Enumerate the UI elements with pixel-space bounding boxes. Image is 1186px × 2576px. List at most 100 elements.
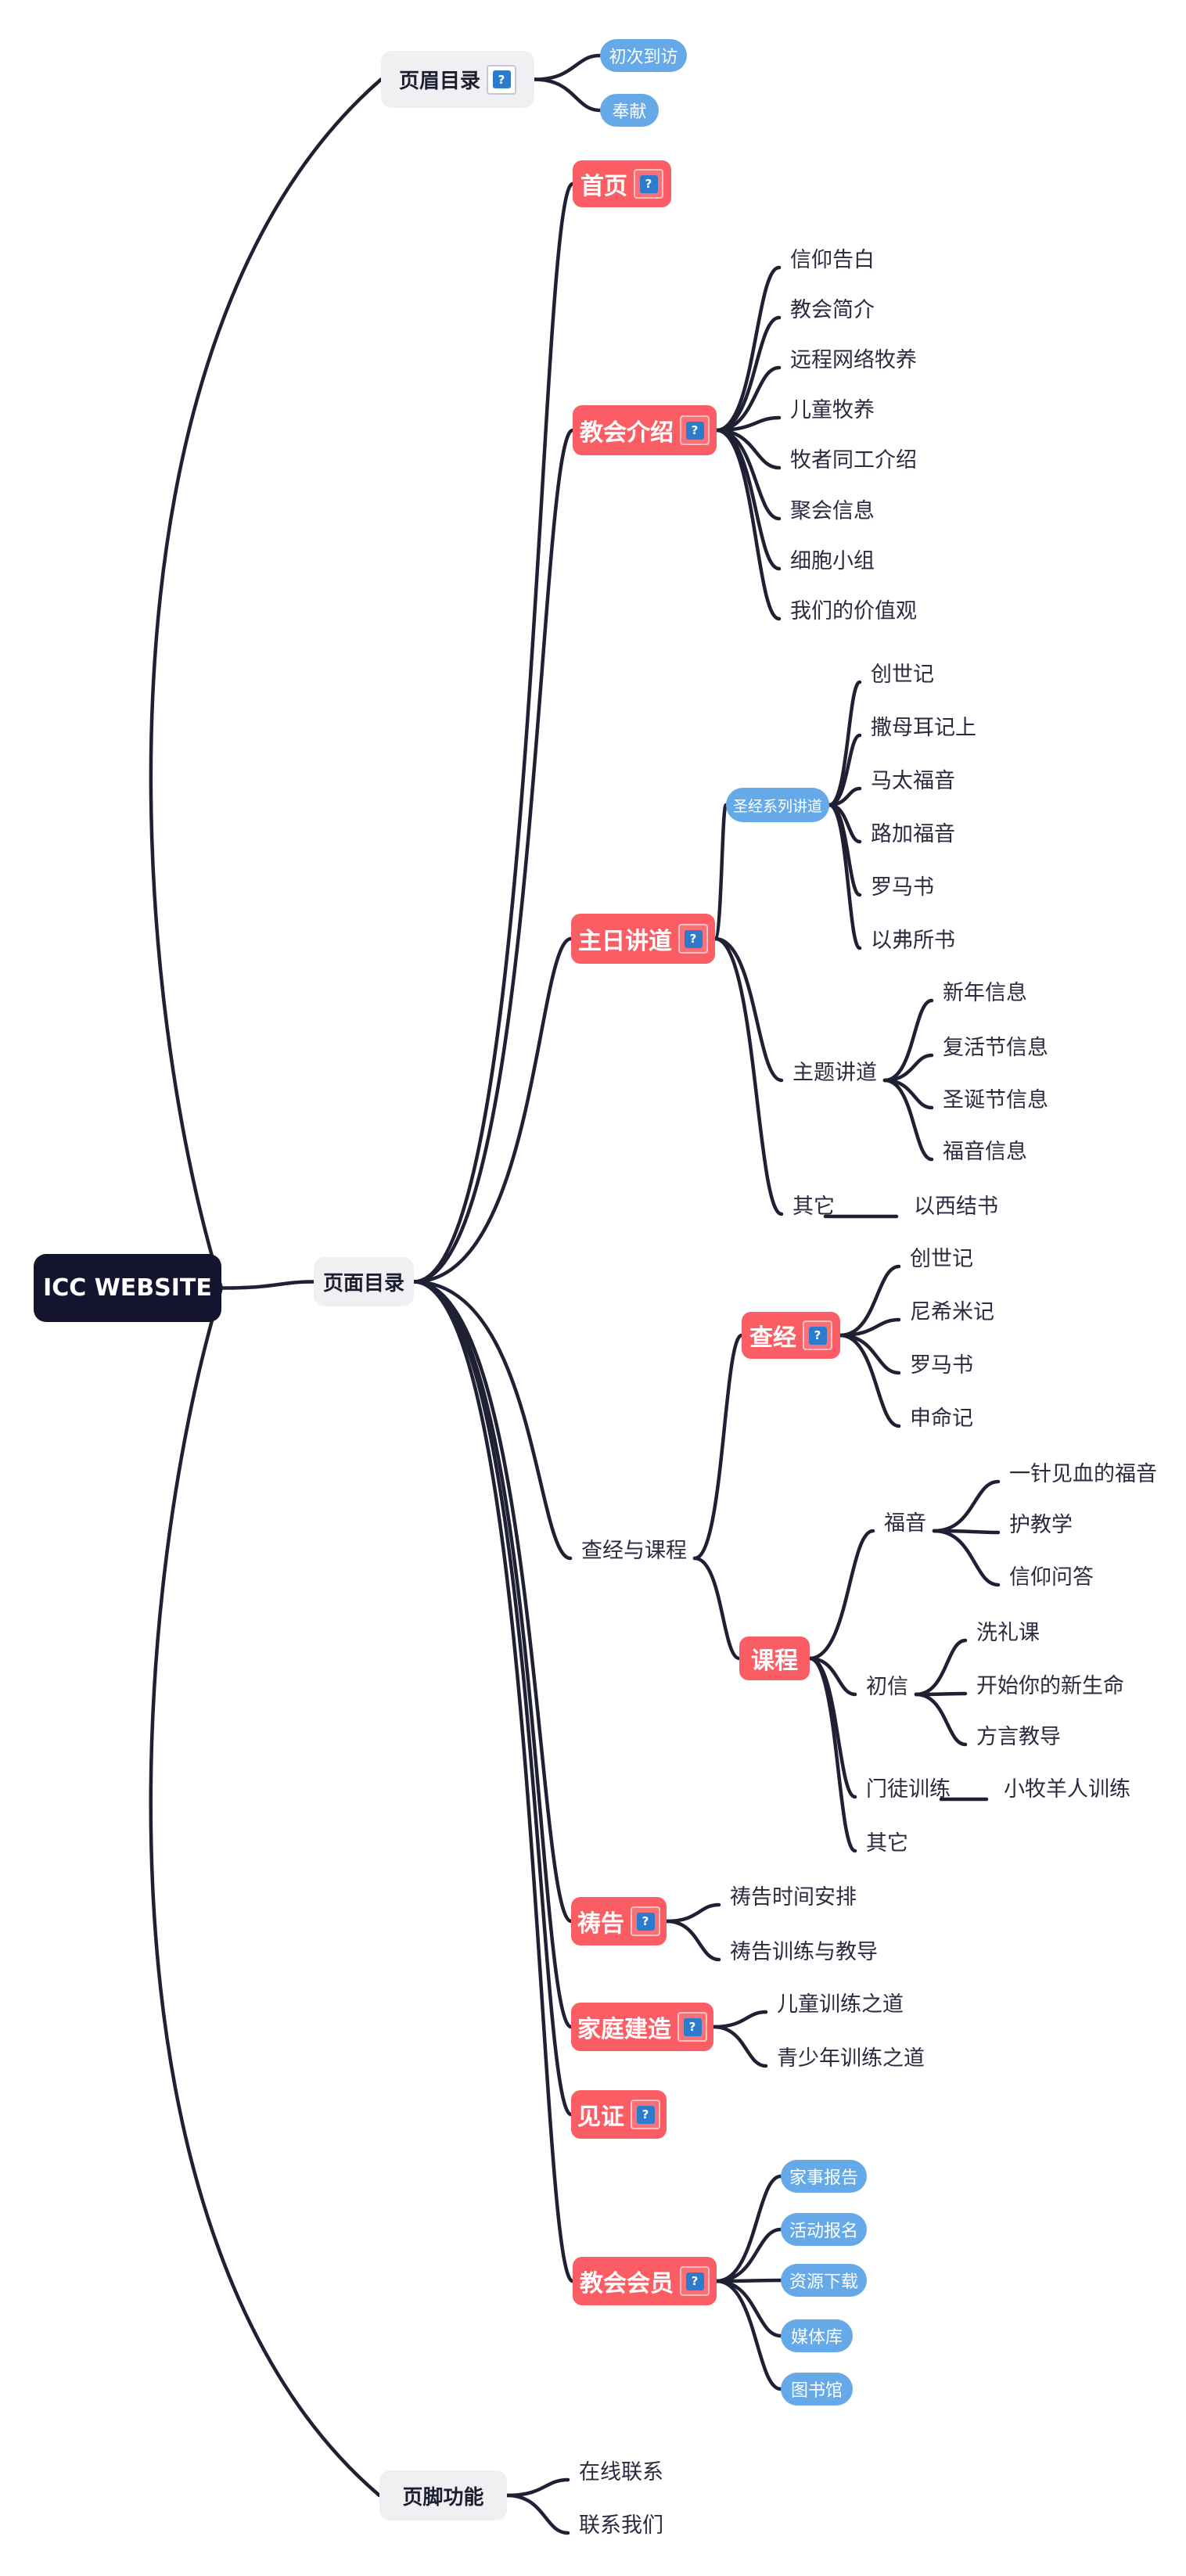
- edge-family-building-to-children-training: [711, 2010, 768, 2029]
- section-header-menu[interactable]: 页眉目录?: [381, 51, 534, 108]
- leaf-meeting-info[interactable]: 聚会信息: [790, 498, 875, 526]
- leaf-little-shepherd-training[interactable]: 小牧羊人训练: [1004, 1776, 1130, 1804]
- edge-header-menu-to-offering: [532, 77, 602, 113]
- question-mark-icon: ?: [636, 2105, 655, 2124]
- question-mark-icon: ?: [684, 929, 703, 948]
- branch-bible-study-and-courses[interactable]: 查经与课程: [581, 1537, 687, 1565]
- leaf-faith-confession-label: 信仰告白: [790, 248, 875, 272]
- branch-other-course[interactable]: 其它: [866, 1830, 908, 1858]
- topic-testimony[interactable]: 见证?: [571, 2090, 667, 2139]
- leaf-prayer-training[interactable]: 祷告训练与教导: [730, 1938, 878, 1967]
- pill-bible-series-sermon[interactable]: 圣经系列讲道: [726, 788, 829, 822]
- leaf-gospel-message[interactable]: 福音信息: [943, 1138, 1027, 1166]
- leaf-nehemiah[interactable]: 尼希米记: [910, 1299, 994, 1327]
- topic-church-intro[interactable]: 教会介绍?: [573, 405, 717, 455]
- leaf-baptism-class[interactable]: 洗礼课: [976, 1619, 1040, 1647]
- leaf-prayer-schedule[interactable]: 祷告时间安排: [730, 1884, 857, 1912]
- edge-church-member-to-event-signup: [714, 2227, 783, 2283]
- leaf-romans-study[interactable]: 罗马书: [910, 1352, 973, 1380]
- topic-prayer[interactable]: 祷告?: [571, 1897, 667, 1945]
- edge-bsc-to-bible-study: [692, 1333, 744, 1561]
- leaf-pastors-intro-label: 牧者同工介绍: [790, 448, 917, 472]
- branch-gospel[interactable]: 福音: [884, 1510, 926, 1538]
- leaf-ephesians[interactable]: 以弗所书: [871, 927, 955, 955]
- leaf-tongues-teaching[interactable]: 方言教导: [976, 1723, 1061, 1751]
- leaf-start-your-new-life[interactable]: 开始你的新生命: [976, 1672, 1124, 1701]
- branch-other-sermon[interactable]: 其它: [792, 1193, 835, 1221]
- edge-new-believer-to-tongues-teaching: [914, 1692, 968, 1747]
- leaf-our-values[interactable]: 我们的价值观: [790, 598, 917, 626]
- leaf-romans[interactable]: 罗马书: [871, 874, 934, 902]
- question-mark-icon: ?: [492, 70, 511, 88]
- leaf-nehemiah-label: 尼希米记: [910, 1300, 994, 1324]
- pill-media-library[interactable]: 媒体库: [781, 2319, 853, 2352]
- leaf-tongues-teaching-label: 方言教导: [976, 1725, 1061, 1749]
- hyperlink-badge-icon: ?: [677, 2012, 707, 2042]
- leaf-cell-group[interactable]: 细胞小组: [790, 548, 875, 576]
- leaf-children-training[interactable]: 儿童训练之道: [777, 1991, 904, 2019]
- leaf-genesis[interactable]: 创世记: [871, 661, 934, 689]
- leaf-deuteronomy[interactable]: 申命记: [910, 1405, 973, 1433]
- edge-footer-menu-to-online-contact: [505, 2477, 570, 2498]
- leaf-deuteronomy-label: 申命记: [910, 1407, 973, 1431]
- pill-offering-label: 奉献: [612, 102, 647, 122]
- pill-resource-download[interactable]: 资源下载: [781, 2264, 867, 2297]
- leaf-easter-message-label: 复活节信息: [943, 1036, 1048, 1060]
- leaf-faith-confession[interactable]: 信仰告白: [790, 246, 875, 275]
- edge-courses-to-other-course: [807, 1656, 857, 1853]
- branch-other-sermon-label: 其它: [792, 1195, 835, 1219]
- leaf-contact-us[interactable]: 联系我们: [579, 2512, 663, 2540]
- leaf-pastors-intro[interactable]: 牧者同工介绍: [790, 447, 917, 475]
- pill-offering[interactable]: 奉献: [600, 94, 659, 127]
- leaf-1-samuel[interactable]: 撒母耳记上: [871, 714, 976, 742]
- topic-bible-study[interactable]: 查经?: [742, 1312, 840, 1359]
- branch-new-believer-label: 初信: [866, 1675, 908, 1699]
- leaf-children-care[interactable]: 儿童牧养: [790, 397, 875, 425]
- leaf-ezekiel-label: 以西结书: [914, 1195, 998, 1219]
- leaf-remote-online-care[interactable]: 远程网络牧养: [790, 347, 917, 375]
- leaf-apologetics[interactable]: 护教学: [1009, 1511, 1073, 1539]
- leaf-christmas-message[interactable]: 圣诞节信息: [943, 1087, 1048, 1115]
- topic-family-building[interactable]: 家庭建造?: [571, 2003, 713, 2051]
- hyperlink-badge-icon: ?: [631, 1906, 660, 1936]
- leaf-gospel-in-a-nutshell[interactable]: 一针见血的福音: [1009, 1460, 1157, 1489]
- branch-theme-sermon[interactable]: 主题讲道: [792, 1059, 877, 1087]
- leaf-easter-message[interactable]: 复活节信息: [943, 1034, 1048, 1062]
- leaf-faith-qa[interactable]: 信仰问答: [1009, 1564, 1094, 1592]
- pill-first-visit[interactable]: 初次到访: [600, 39, 687, 72]
- leaf-matthew[interactable]: 马太福音: [871, 767, 955, 796]
- topic-courses[interactable]: 课程: [739, 1636, 810, 1680]
- edge-header-menu-to-first-visit: [532, 53, 602, 81]
- leaf-matthew-label: 马太福音: [871, 769, 955, 793]
- pill-library[interactable]: 图书馆: [781, 2373, 853, 2405]
- branch-new-believer[interactable]: 初信: [866, 1673, 908, 1701]
- topic-sunday-sermon[interactable]: 主日讲道?: [571, 914, 715, 964]
- section-page-menu[interactable]: 页面目录: [314, 1257, 414, 1306]
- pill-family-report[interactable]: 家事报告: [781, 2160, 867, 2193]
- topic-testimony-label: 见证: [577, 2104, 624, 2131]
- edge-bible-series-to-ephesians: [827, 803, 862, 950]
- section-footer-menu-label: 页脚功能: [402, 2485, 484, 2510]
- edge-church-member-to-family-report: [714, 2174, 783, 2283]
- branch-theme-sermon-label: 主题讲道: [792, 1061, 877, 1085]
- leaf-church-overview[interactable]: 教会简介: [790, 296, 875, 325]
- topic-church-member[interactable]: 教会会员?: [573, 2257, 717, 2305]
- leaf-youth-training[interactable]: 青少年训练之道: [777, 2045, 925, 2073]
- pill-event-signup[interactable]: 活动报名: [781, 2213, 867, 2246]
- pill-media-library-label: 媒体库: [790, 2328, 843, 2348]
- branch-disciple-training[interactable]: 门徒训练: [866, 1776, 951, 1804]
- leaf-ezekiel[interactable]: 以西结书: [914, 1193, 998, 1221]
- leaf-luke[interactable]: 路加福音: [871, 821, 955, 849]
- leaf-new-year-message[interactable]: 新年信息: [943, 979, 1027, 1008]
- leaf-online-contact[interactable]: 在线联系: [579, 2459, 663, 2487]
- edge-root-to-page-menu: [219, 1280, 316, 1290]
- root-node-icc-website-label: ICC WEBSITE: [43, 1274, 212, 1302]
- leaf-romans-study-label: 罗马书: [910, 1353, 973, 1378]
- root-node-icc-website[interactable]: ICC WEBSITE: [34, 1254, 221, 1322]
- edge-gospel-topic-to-faith-qa: [932, 1529, 1001, 1587]
- section-footer-menu[interactable]: 页脚功能: [379, 2470, 507, 2520]
- leaf-genesis-study[interactable]: 创世记: [910, 1245, 973, 1274]
- edge-bible-series-to-samuel-1: [827, 733, 862, 807]
- topic-home[interactable]: 首页?: [573, 160, 671, 207]
